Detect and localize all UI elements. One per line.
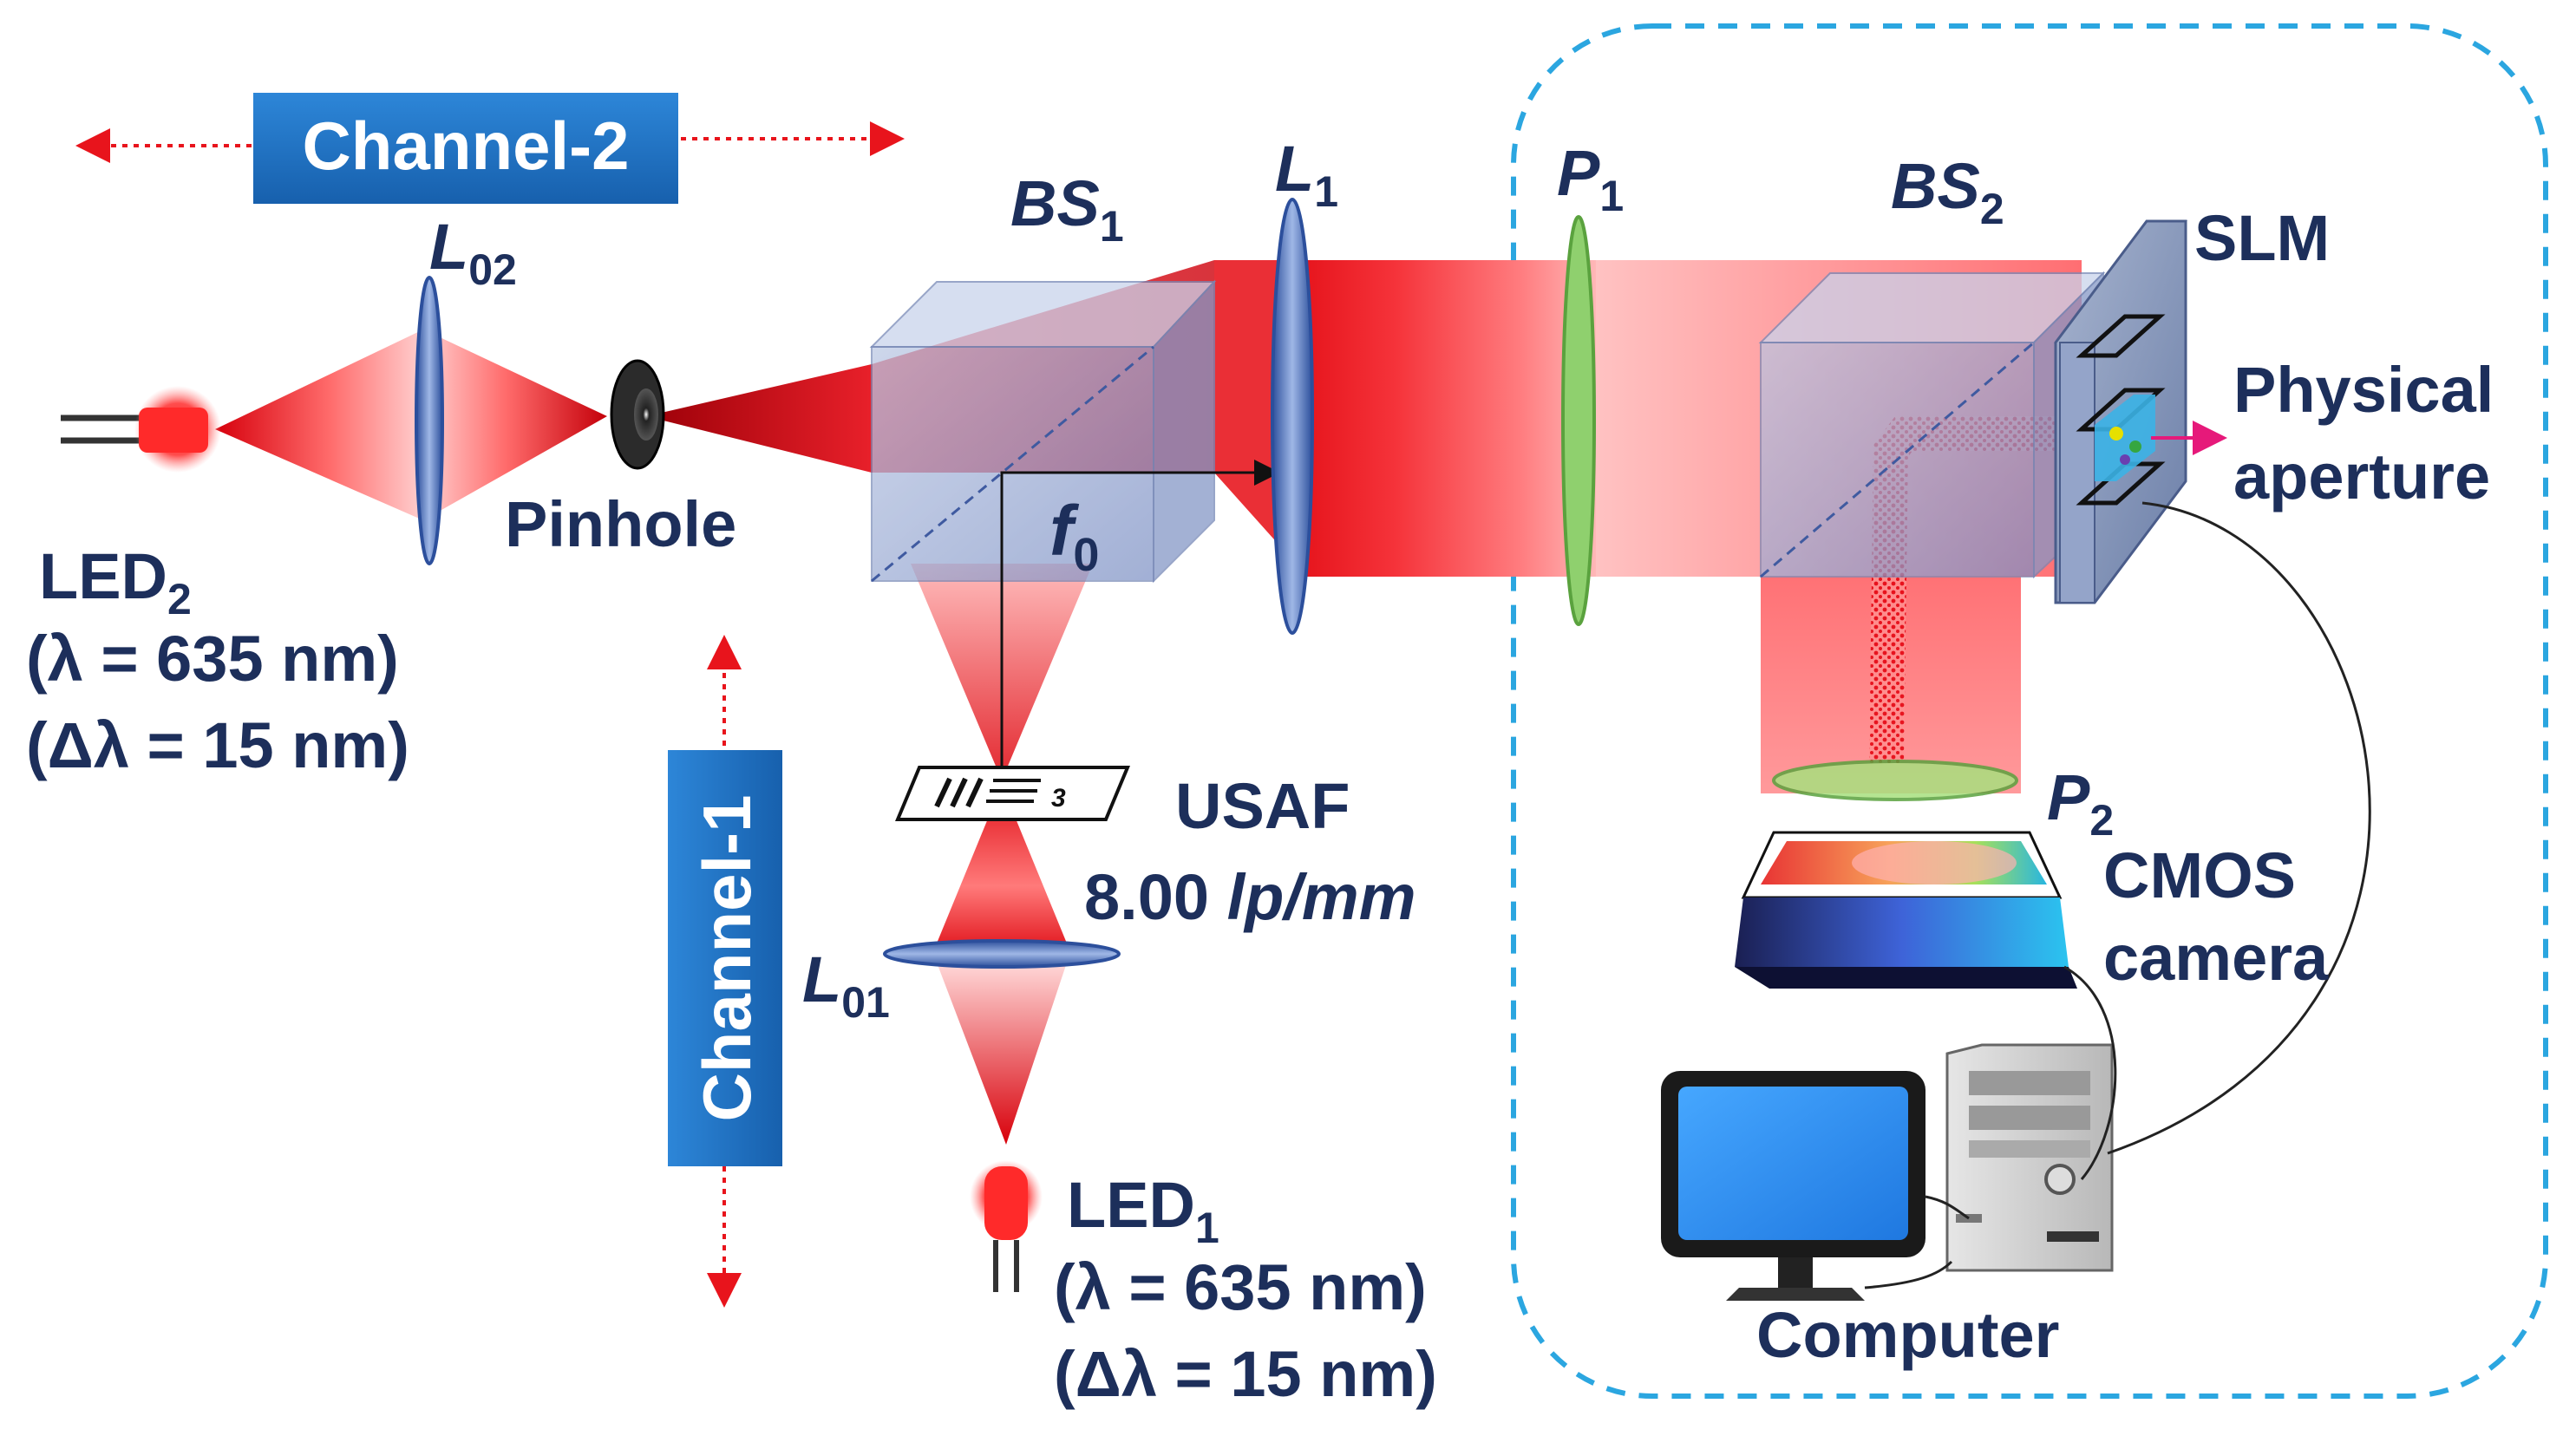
p1-label: P1 [1557, 137, 1624, 220]
led2-wavelength: (λ = 635 nm) [26, 623, 399, 695]
led1-cone [937, 963, 1067, 1145]
led1-wavelength: (λ = 635 nm) [1054, 1251, 1427, 1323]
camera-label-line2: camera [2103, 922, 2329, 994]
lens02-cone [423, 330, 607, 520]
cmos-camera-icon [1735, 831, 2077, 989]
channel2-label: Channel-2 [302, 108, 629, 184]
monitor-cable-2 [1864, 1260, 1953, 1289]
bs1-label: BS1 [1010, 167, 1124, 251]
p2-label: P2 [2047, 761, 2114, 845]
bs2-label: BS2 [1891, 150, 2004, 233]
aperture-label-line2: aperture [2233, 441, 2490, 512]
usaf-label: USAF [1175, 770, 1350, 842]
slm-cable [2107, 501, 2371, 1155]
pinhole-cone [646, 364, 872, 473]
usaf-target-digit: 3 [1051, 784, 1066, 813]
monitor-cable [1925, 1195, 1970, 1220]
led1-label: LED1 [1067, 1169, 1219, 1252]
beam-splitter-bs2 [1758, 271, 2106, 579]
aperture-label-line1: Physical [2233, 354, 2494, 426]
slm-panel [2054, 219, 2187, 604]
lens-l01 [883, 939, 1121, 969]
pinhole-icon [610, 359, 665, 470]
usaf-resolution: 8.00 lp/mm [1084, 861, 1416, 933]
polarizer-p1 [1561, 215, 1596, 626]
polarizer-p2 [1772, 760, 2018, 801]
lens01-label: L01 [802, 943, 890, 1027]
focal-path-arrow [1000, 460, 1280, 780]
usaf-down-cone [932, 785, 1071, 954]
channel2-badge: Channel-2 [253, 93, 678, 204]
led2-bandwidth: (Δλ = 15 nm) [26, 709, 409, 781]
camera-cable [2063, 965, 2117, 1180]
channel1-badge: Channel-1 [668, 750, 782, 1166]
computer-icon [1661, 1043, 2114, 1301]
detection-module-box [1511, 23, 2548, 1399]
channel1-label: Channel-1 [689, 794, 765, 1121]
lens-l1 [1271, 198, 1314, 635]
usaf-target-icon: 3 [895, 766, 1130, 821]
pinhole-label: Pinhole [505, 488, 736, 560]
lens-l02 [415, 276, 444, 565]
led2-label: LED2 [39, 540, 192, 623]
camera-label-line1: CMOS [2103, 839, 2296, 911]
led1-bandwidth: (Δλ = 15 nm) [1054, 1338, 1437, 1410]
computer-label: Computer [1756, 1299, 2059, 1371]
collimated-beam [1288, 260, 1596, 577]
slm-label: SLM [2194, 202, 2330, 274]
beam-splitter-bs1 [869, 279, 1217, 584]
led2-icon [61, 386, 221, 473]
led2-cone [215, 330, 423, 520]
led1-icon [970, 1160, 1043, 1292]
lens1-label: L1 [1275, 133, 1338, 216]
lens02-label: L02 [429, 211, 517, 294]
